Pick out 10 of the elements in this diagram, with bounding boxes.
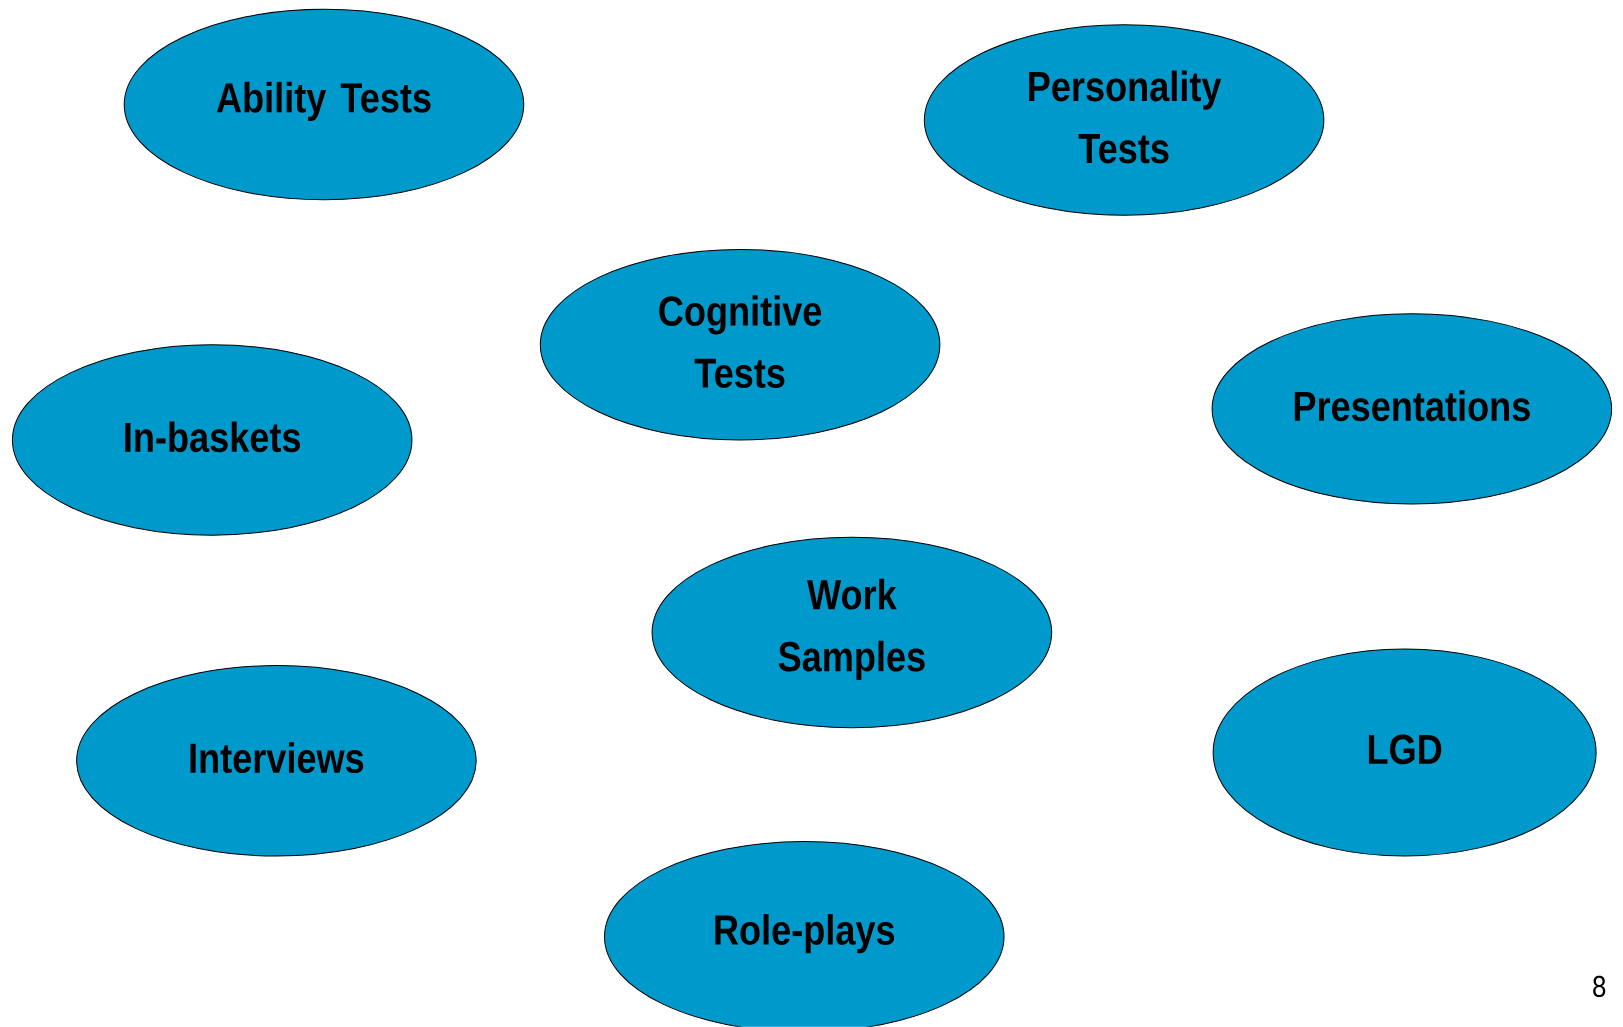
ellipse-node: LGD <box>1212 648 1597 857</box>
ellipse-node: Work Samples <box>651 536 1053 729</box>
ellipse-node: Interviews <box>76 665 477 857</box>
ellipse-node: Ability Tests <box>123 8 525 201</box>
ellipse-node: Personality Tests <box>923 24 1325 216</box>
ellipse-node: Cognitive Tests <box>539 249 941 441</box>
ellipse-node: Presentations <box>1211 313 1613 505</box>
ellipse-node: In-baskets <box>11 344 413 536</box>
page-number: 8 <box>1593 975 1606 998</box>
ellipse-node: Role-plays <box>604 841 1005 1027</box>
